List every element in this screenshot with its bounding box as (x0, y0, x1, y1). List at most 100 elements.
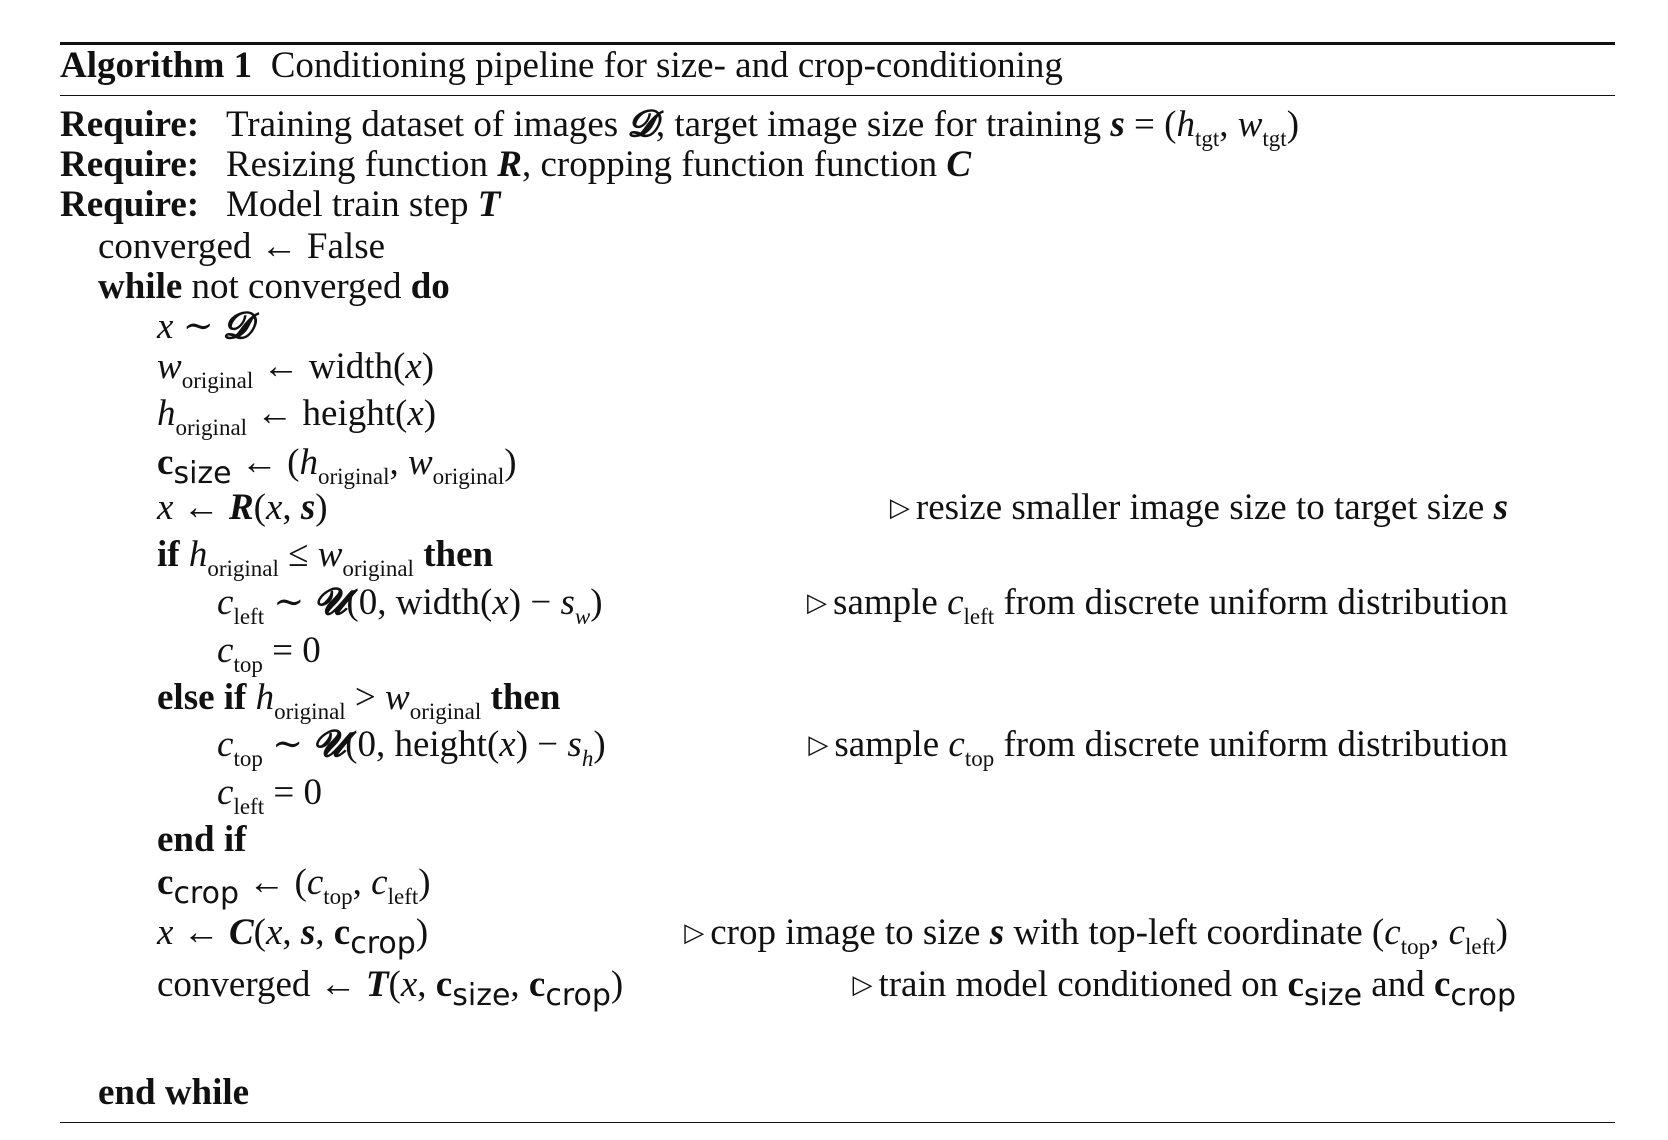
comment-text: sample (833, 582, 938, 623)
algo-line-endwhile: end while (98, 1073, 249, 1113)
keyword: do (410, 266, 450, 307)
math-var: x (492, 582, 509, 623)
algo-line-crop: x ← C(x, s, ccrop) (157, 912, 428, 962)
subscript: original (207, 556, 279, 581)
comment-text: and (1371, 964, 1425, 1005)
math-var: w (1237, 104, 1263, 145)
math-var: w (385, 677, 410, 718)
text: (0, height( (345, 724, 500, 765)
operator: , (282, 912, 301, 953)
math-var: c (217, 772, 234, 813)
target-size-symbol: s (1110, 104, 1125, 145)
operator: ( (388, 964, 401, 1005)
operator: ≤ (278, 534, 318, 575)
text: False (306, 226, 386, 267)
operator: ) (610, 964, 624, 1005)
keyword: if (157, 534, 180, 575)
math-var: w (317, 534, 343, 575)
subscript: top (233, 746, 263, 771)
operator: > (345, 677, 386, 718)
text: converged (98, 226, 252, 267)
subscript: crop (545, 978, 611, 1013)
keyword: while (98, 266, 183, 307)
operator: ← ( (231, 442, 300, 483)
operator: ) (1286, 104, 1300, 145)
math-var: c (1384, 912, 1401, 953)
math-var: x (265, 912, 283, 953)
algo-line-endif: end if (157, 820, 246, 860)
math-var: c (948, 724, 965, 765)
algo-line-width: woriginal ← width(x) (157, 346, 434, 394)
subscript: crop (173, 876, 240, 911)
comment-text: sample (834, 724, 940, 765)
math-vec: c (435, 964, 453, 1005)
subscript: tgt (1262, 126, 1287, 151)
math-var: w (157, 346, 182, 387)
require-text: Model train step (226, 184, 469, 225)
math-var: s (560, 582, 575, 623)
subscript: original (432, 464, 505, 489)
operator: , (352, 862, 372, 903)
algo-line-csize: csize ← (horiginal, woriginal) (157, 442, 517, 492)
operator: ∼ (264, 582, 314, 623)
comment-sample-ctop: ▷sample ctop from discrete uniform distr… (808, 724, 1508, 772)
require-line-2: Require:Resizing function R, cropping fu… (60, 145, 971, 185)
subscript: original (181, 368, 254, 393)
algo-line-while: while not converged do (98, 267, 450, 307)
comment-text: crop image to size (710, 912, 981, 953)
algo-line-cleft-zero: cleft = 0 (217, 772, 322, 820)
algo-line-resize: x ← R(x, s) (157, 488, 328, 528)
algo-line-ccrop: ccrop ← (ctop, cleft) (157, 862, 431, 912)
require-text: Training dataset of images (226, 104, 619, 145)
target-size-symbol: s (300, 912, 316, 953)
subscript: original (175, 415, 248, 440)
math-var: c (217, 630, 234, 671)
dataset-symbol: 𝓓 (222, 306, 252, 347)
require-text: Resizing function (226, 144, 489, 185)
operator: ) (418, 862, 431, 903)
target-size-symbol: s (300, 487, 316, 528)
comment-resize: ▷resize smaller image size to target siz… (890, 488, 1508, 531)
operator: ∼ (262, 724, 313, 765)
algo-line-sample: x ∼ 𝓓 (157, 307, 251, 347)
target-size-symbol: s (1493, 487, 1508, 528)
math-var: x (265, 487, 283, 528)
math-var: x (499, 724, 516, 765)
math-vec: c (1287, 964, 1304, 1005)
math-var: c (371, 862, 388, 903)
algo-line-cleft-sample: cleft ∼ 𝓤(0, width(x) − sw) (217, 582, 603, 630)
keyword: end while (98, 1072, 250, 1113)
dataset-symbol: 𝓓 (627, 104, 656, 145)
math-vec: c (333, 912, 351, 953)
algo-line-ctop-zero: ctop = 0 (217, 630, 321, 678)
operator: , (417, 964, 436, 1005)
comment-text: from discrete uniform distribution (1003, 582, 1508, 623)
operator: ( (253, 912, 266, 953)
operator: ∼ (173, 306, 223, 347)
subscript: w (574, 604, 591, 629)
comment-triangle-icon: ▷ (852, 970, 873, 999)
algo-line-init: converged ← False (98, 227, 385, 267)
require-label: Require: (60, 144, 200, 185)
subscript: size (1303, 978, 1363, 1013)
math-var: x (157, 487, 174, 528)
subscript: original (274, 699, 346, 724)
comment-triangle-icon: ▷ (684, 918, 705, 947)
train-step-symbol: T (477, 184, 501, 225)
text: not converged (182, 266, 411, 307)
target-size-symbol: s (989, 912, 1005, 953)
require-label: Require: (60, 104, 200, 145)
operator: ) − (508, 582, 561, 623)
math-var: c (217, 724, 234, 765)
operator: , (282, 487, 301, 528)
comment-triangle-icon: ▷ (889, 493, 910, 522)
operator: ← (173, 912, 229, 953)
math-var: w (407, 442, 433, 483)
algo-line-elseif: else if horiginal > woriginal then (157, 677, 560, 725)
operator: ) (315, 487, 328, 528)
algo-line-ctop-sample: ctop ∼ 𝓤(0, height(x) − sh) (217, 724, 606, 772)
subscript: size (173, 456, 232, 491)
subscript: left (1465, 934, 1496, 959)
operator: = 0 (262, 630, 321, 671)
operator: ← (310, 964, 366, 1005)
